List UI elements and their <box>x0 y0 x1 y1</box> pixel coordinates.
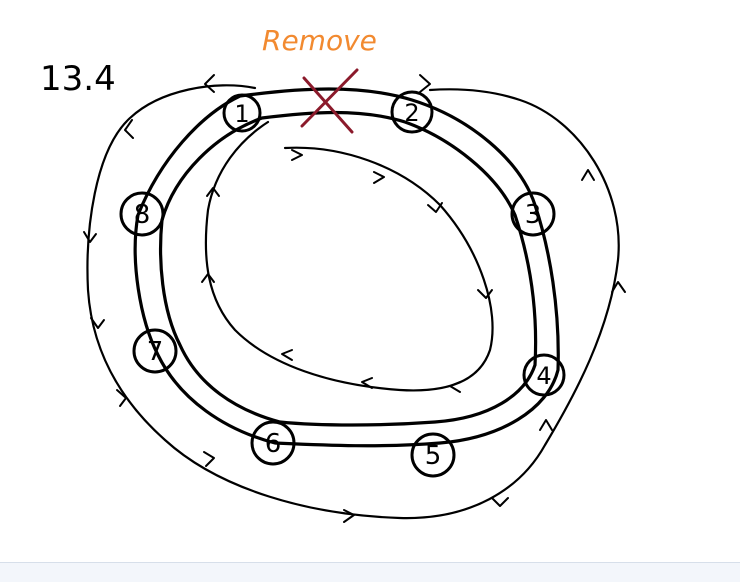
inner-traversal-path <box>204 120 494 392</box>
node-label-4: 4 <box>536 362 551 390</box>
direction-arrows <box>83 74 626 523</box>
node-label-1: 1 <box>234 100 249 128</box>
ring-track-inner <box>158 110 538 427</box>
node-label-8: 8 <box>134 200 151 230</box>
section-label: 13.4 <box>40 59 116 99</box>
removed-edge-cross <box>300 68 359 134</box>
ring-node-1: 1 <box>222 93 262 133</box>
node-label-2: 2 <box>404 99 419 127</box>
horizontal-scrollbar[interactable] <box>0 562 740 582</box>
ring-node-2: 2 <box>390 90 434 134</box>
remove-annotation: Remove <box>262 24 377 57</box>
ring-node-8: 8 <box>119 191 165 237</box>
ring-node-7: 7 <box>132 328 178 374</box>
outer-traversal-path <box>86 84 620 520</box>
ring-node-6: 6 <box>250 420 296 466</box>
ring-node-5: 5 <box>410 432 456 478</box>
ring-track-outer <box>133 87 560 448</box>
node-label-5: 5 <box>425 441 442 471</box>
ring-node-3: 3 <box>510 191 556 237</box>
ring-node-4: 4 <box>522 353 566 397</box>
node-label-3: 3 <box>525 200 542 230</box>
node-label-7: 7 <box>147 337 164 367</box>
node-label-6: 6 <box>265 429 282 459</box>
